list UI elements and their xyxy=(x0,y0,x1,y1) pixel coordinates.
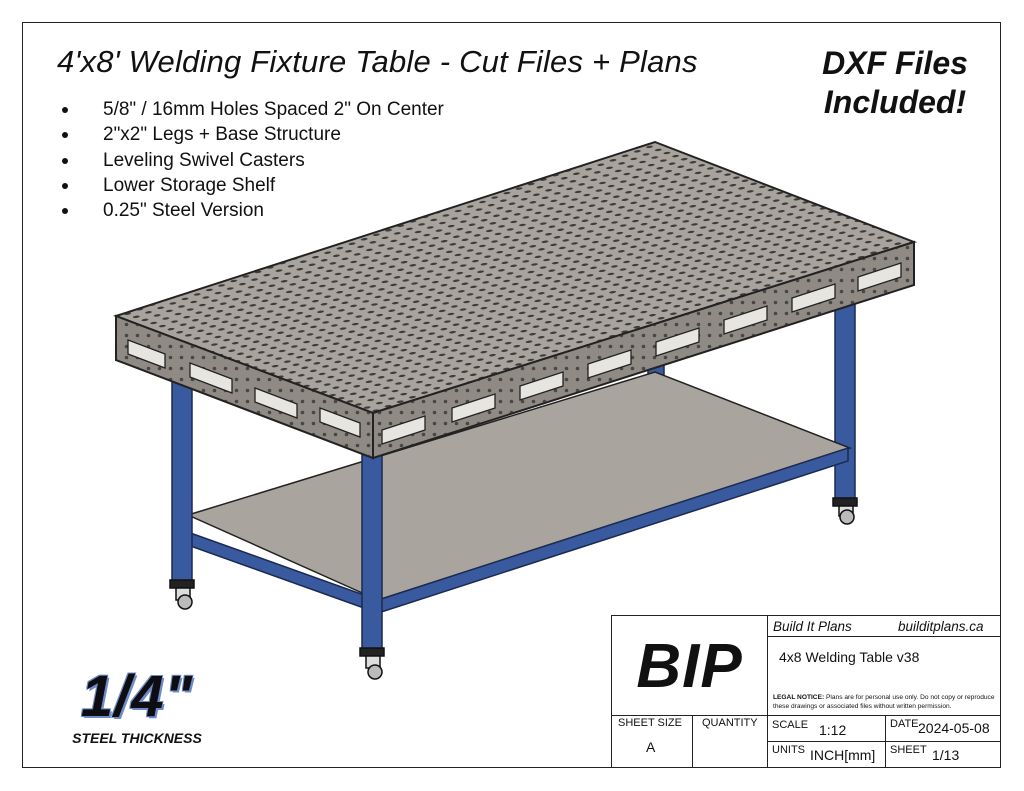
leg-back-right xyxy=(834,289,856,503)
feature-list: 5/8" / 16mm Holes Spaced 2" On Center 2"… xyxy=(62,97,444,223)
caster-back-right xyxy=(832,497,858,525)
lower-shelf xyxy=(185,371,853,601)
caster-front-left xyxy=(169,579,195,610)
sheet-label: SHEET xyxy=(890,744,927,756)
scale-label: SCALE xyxy=(772,719,809,731)
side-cutout xyxy=(189,362,233,394)
side-cutout xyxy=(319,407,361,438)
table-top-holes xyxy=(116,142,914,413)
feature-item: 2"x2" Legs + Base Structure xyxy=(62,122,444,147)
feature-item: 0.25" Steel Version xyxy=(62,198,444,223)
leg-front-right xyxy=(361,447,383,651)
title-block: BIP Build It Plans builditplans.ca 4x8 W… xyxy=(611,615,1001,768)
side-cutout xyxy=(254,387,298,419)
side-cutout xyxy=(381,415,426,445)
side-cutout xyxy=(857,262,902,292)
side-cutout xyxy=(587,349,632,379)
sheet-size-label: SHEET SIZE xyxy=(618,717,682,729)
sheet-value: 1/13 xyxy=(932,747,960,763)
feature-item: Lower Storage Shelf xyxy=(62,173,444,198)
scale-value: 1:12 xyxy=(819,722,847,738)
side-cutout xyxy=(723,305,768,335)
logo-text: BIP xyxy=(636,632,743,701)
company-website: builditplans.ca xyxy=(898,619,984,634)
dxf-callout: DXF Files Included! xyxy=(800,44,990,122)
sheet-size-value: A xyxy=(646,739,656,755)
side-cutout xyxy=(127,339,166,369)
side-cutout xyxy=(451,393,496,423)
leg-front-left xyxy=(171,377,193,584)
side-cutout xyxy=(791,283,836,313)
table-side-front-holes xyxy=(116,316,373,458)
units-label: UNITS xyxy=(772,744,805,756)
drawing-border xyxy=(22,22,1001,768)
table-side-right-holes xyxy=(373,242,914,458)
dxf-line-1: DXF Files xyxy=(822,45,968,81)
dxf-line-2: Included! xyxy=(823,84,967,120)
side-cutout xyxy=(655,327,700,357)
date-value: 2024-05-08 xyxy=(918,720,990,736)
steel-thickness-badge: 1/4" STEEL THICKNESS xyxy=(52,664,222,747)
page-title: 4'x8' Welding Fixture Table - Cut Files … xyxy=(57,44,698,79)
drawing-name: 4x8 Welding Table v38 xyxy=(779,649,920,665)
side-cutout xyxy=(519,371,564,401)
thickness-value: 1/4" xyxy=(80,664,194,729)
date-label: DATE xyxy=(890,718,919,730)
company-name: Build It Plans xyxy=(773,619,852,634)
thickness-caption: STEEL THICKNESS xyxy=(72,730,202,746)
legal-notice: LEGAL NOTICE: Plans are for personal use… xyxy=(773,694,998,711)
legal-text: Plans are for personal use only. Do not … xyxy=(773,694,995,710)
quantity-label: QUANTITY xyxy=(702,717,758,729)
units-value: INCH[mm] xyxy=(810,747,876,763)
caster-front-right xyxy=(359,647,385,680)
feature-item: 5/8" / 16mm Holes Spaced 2" On Center xyxy=(62,97,444,122)
feature-item: Leveling Swivel Casters xyxy=(62,148,444,173)
legal-label: LEGAL NOTICE: xyxy=(773,694,825,701)
